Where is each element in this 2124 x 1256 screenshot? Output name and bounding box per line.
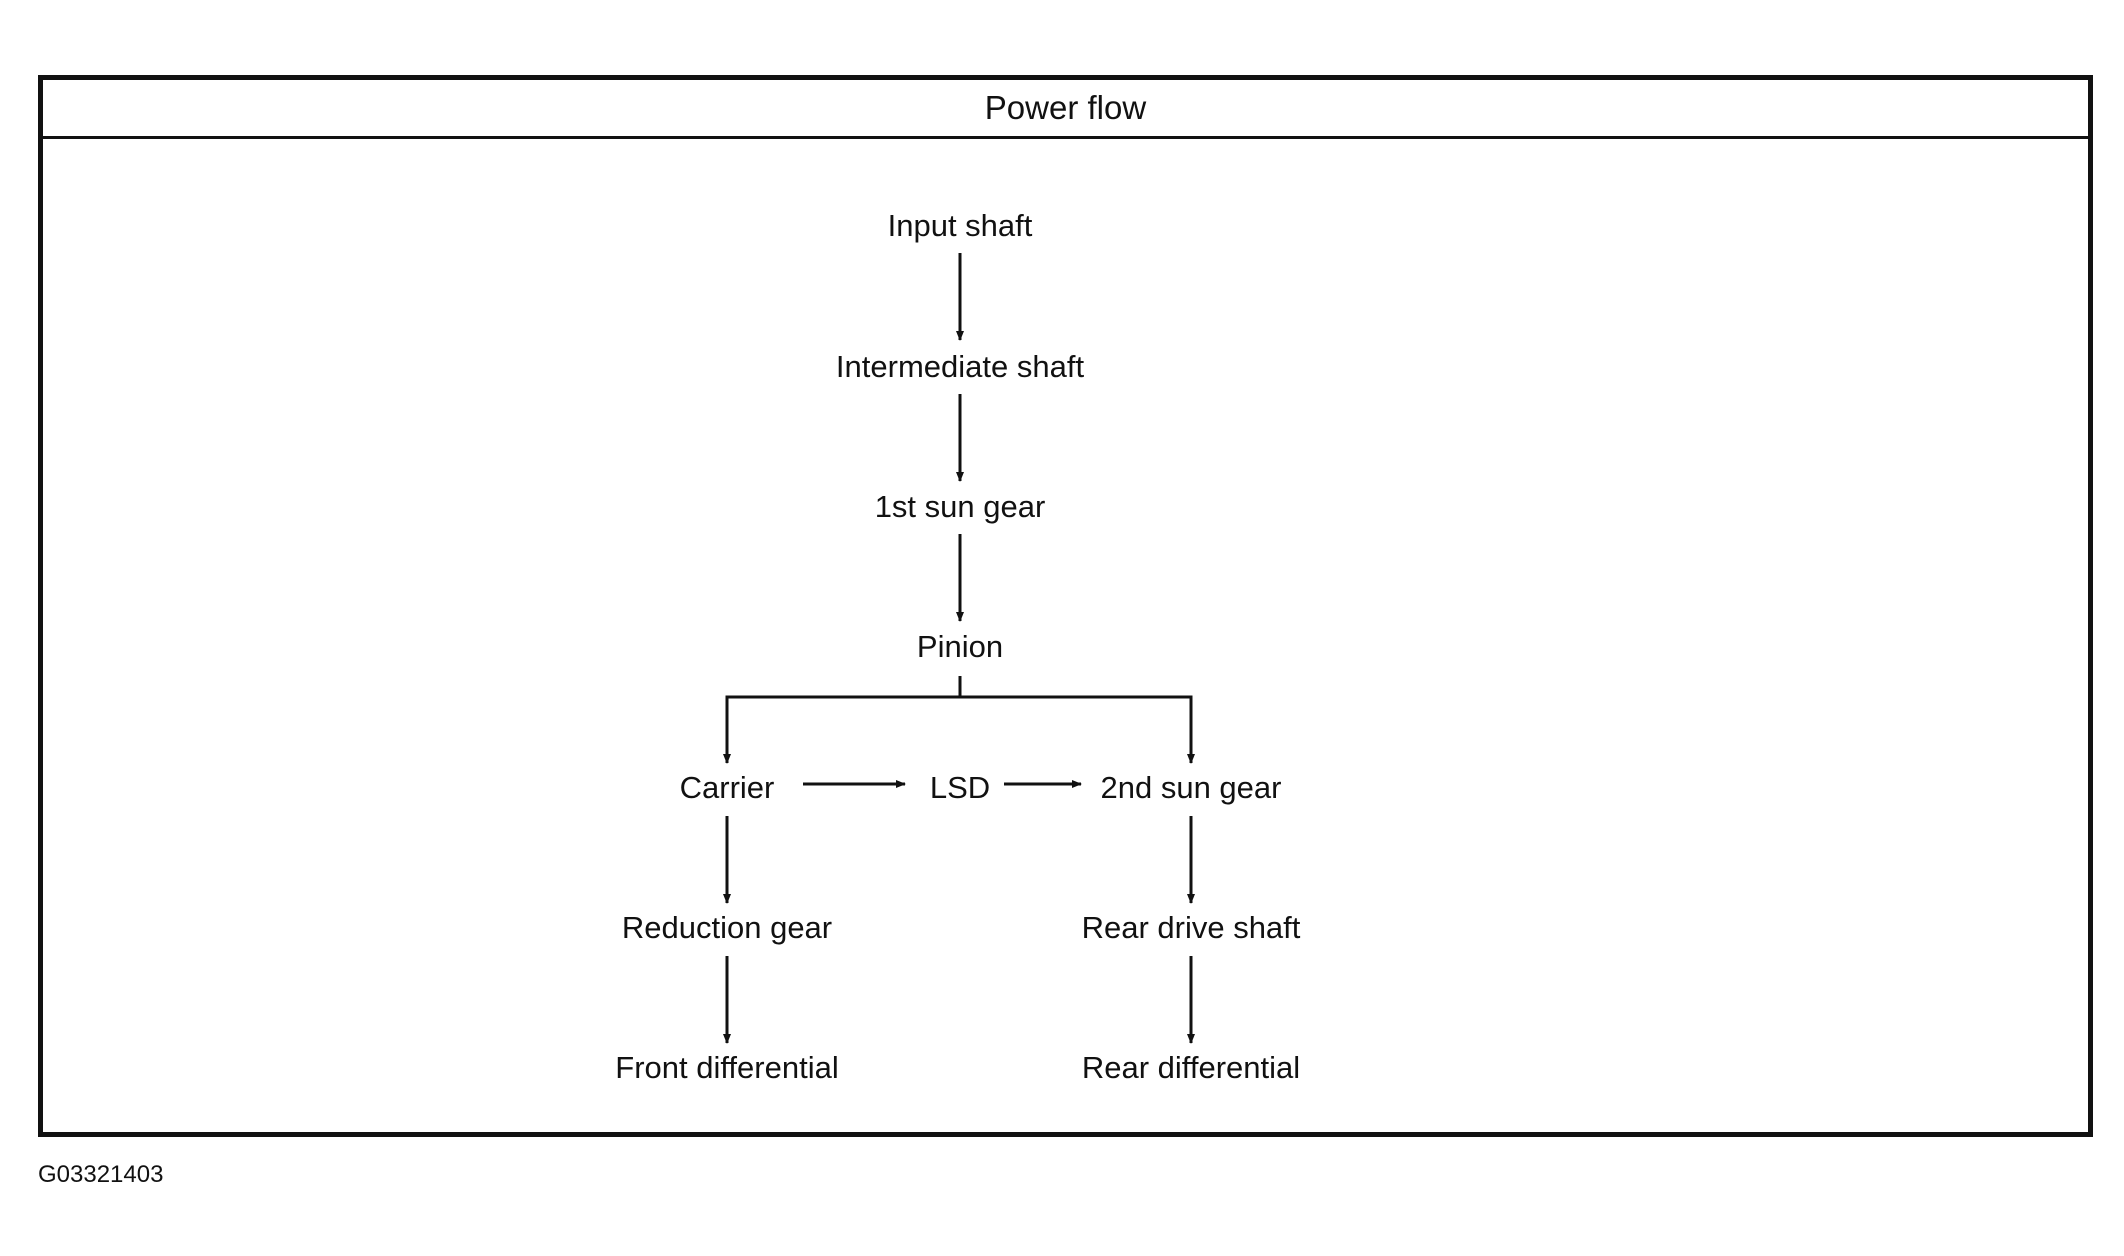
- node-1st-sun-gear: 1st sun gear: [875, 489, 1046, 524]
- node-carrier: Carrier: [680, 770, 775, 805]
- node-2nd-sun-gear: 2nd sun gear: [1101, 770, 1282, 805]
- panel-title: Power flow: [43, 80, 2088, 139]
- connector-pinion-split: [725, 695, 1195, 764]
- power-flow-panel: Power flow: [38, 75, 2093, 1137]
- node-rear-drive-shaft: Rear drive shaft: [1082, 910, 1301, 945]
- node-front-differential: Front differential: [615, 1050, 838, 1085]
- node-lsd: LSD: [930, 770, 990, 805]
- node-input-shaft: Input shaft: [888, 208, 1033, 243]
- node-pinion: Pinion: [917, 629, 1003, 664]
- figure-id: G03321403: [38, 1161, 164, 1188]
- node-rear-differential: Rear differential: [1082, 1050, 1300, 1085]
- node-reduction-gear: Reduction gear: [622, 910, 832, 945]
- node-intermediate-shaft: Intermediate shaft: [836, 349, 1085, 384]
